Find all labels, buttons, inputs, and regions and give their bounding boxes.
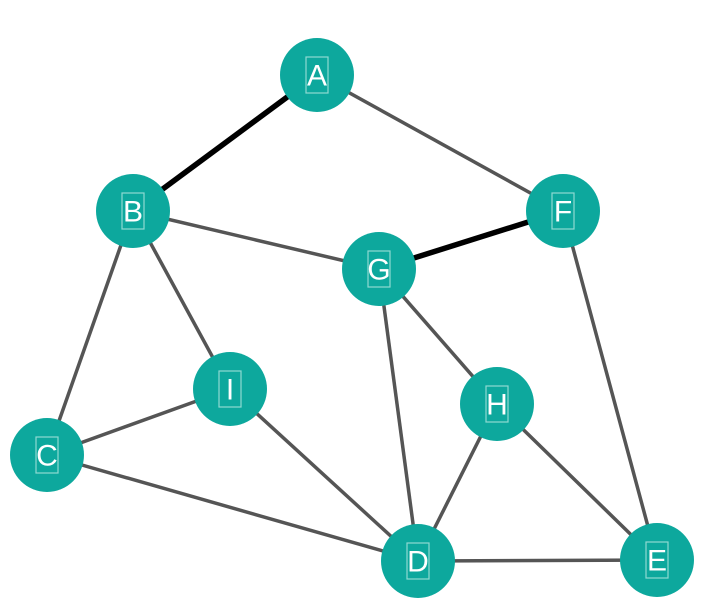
node-label-box-g	[367, 250, 391, 288]
graph-edge-a-f[interactable]	[316, 73, 564, 213]
graph-node-a[interactable]: A	[280, 38, 354, 112]
node-label-box-i	[218, 370, 242, 408]
graph-edge-h-e[interactable]	[495, 402, 659, 562]
node-circle-i[interactable]	[193, 352, 267, 426]
node-label-box-c	[35, 436, 59, 474]
node-circle-f[interactable]	[526, 174, 600, 248]
node-circle-b[interactable]	[96, 174, 170, 248]
graph-edge-g-d[interactable]	[377, 268, 420, 562]
node-label-box-d	[406, 542, 430, 580]
node-label-box-f	[551, 192, 575, 230]
node-label-box-b	[121, 192, 145, 230]
graph-node-h[interactable]: H	[460, 367, 534, 441]
graph-node-c[interactable]: C	[10, 418, 84, 492]
graph-node-f[interactable]: F	[526, 174, 600, 248]
node-label-box-h	[485, 385, 509, 423]
node-label-box-a	[305, 56, 329, 94]
graph-node-d[interactable]: D	[381, 524, 455, 598]
node-circle-c[interactable]	[10, 418, 84, 492]
node-circle-d[interactable]	[381, 524, 455, 598]
graph-edge-a-b[interactable]	[131, 72, 319, 214]
node-circle-e[interactable]	[620, 523, 694, 597]
graph-edge-b-c[interactable]	[45, 210, 135, 456]
graph-edge-i-d[interactable]	[228, 387, 420, 563]
edge-layer	[45, 72, 659, 563]
node-label-box-e	[645, 541, 669, 579]
graph-edge-d-e[interactable]	[417, 558, 658, 563]
graph-node-e[interactable]: E	[620, 523, 694, 597]
node-circle-a[interactable]	[280, 38, 354, 112]
graph-node-i[interactable]: I	[193, 352, 267, 426]
graph-edge-c-d[interactable]	[46, 453, 419, 563]
graph-edge-f-e[interactable]	[561, 210, 659, 561]
graph-node-g[interactable]: G	[342, 232, 416, 306]
graph-edge-b-g[interactable]	[132, 209, 380, 271]
graph-node-b[interactable]: B	[96, 174, 170, 248]
node-circle-g[interactable]	[342, 232, 416, 306]
node-circle-h[interactable]	[460, 367, 534, 441]
